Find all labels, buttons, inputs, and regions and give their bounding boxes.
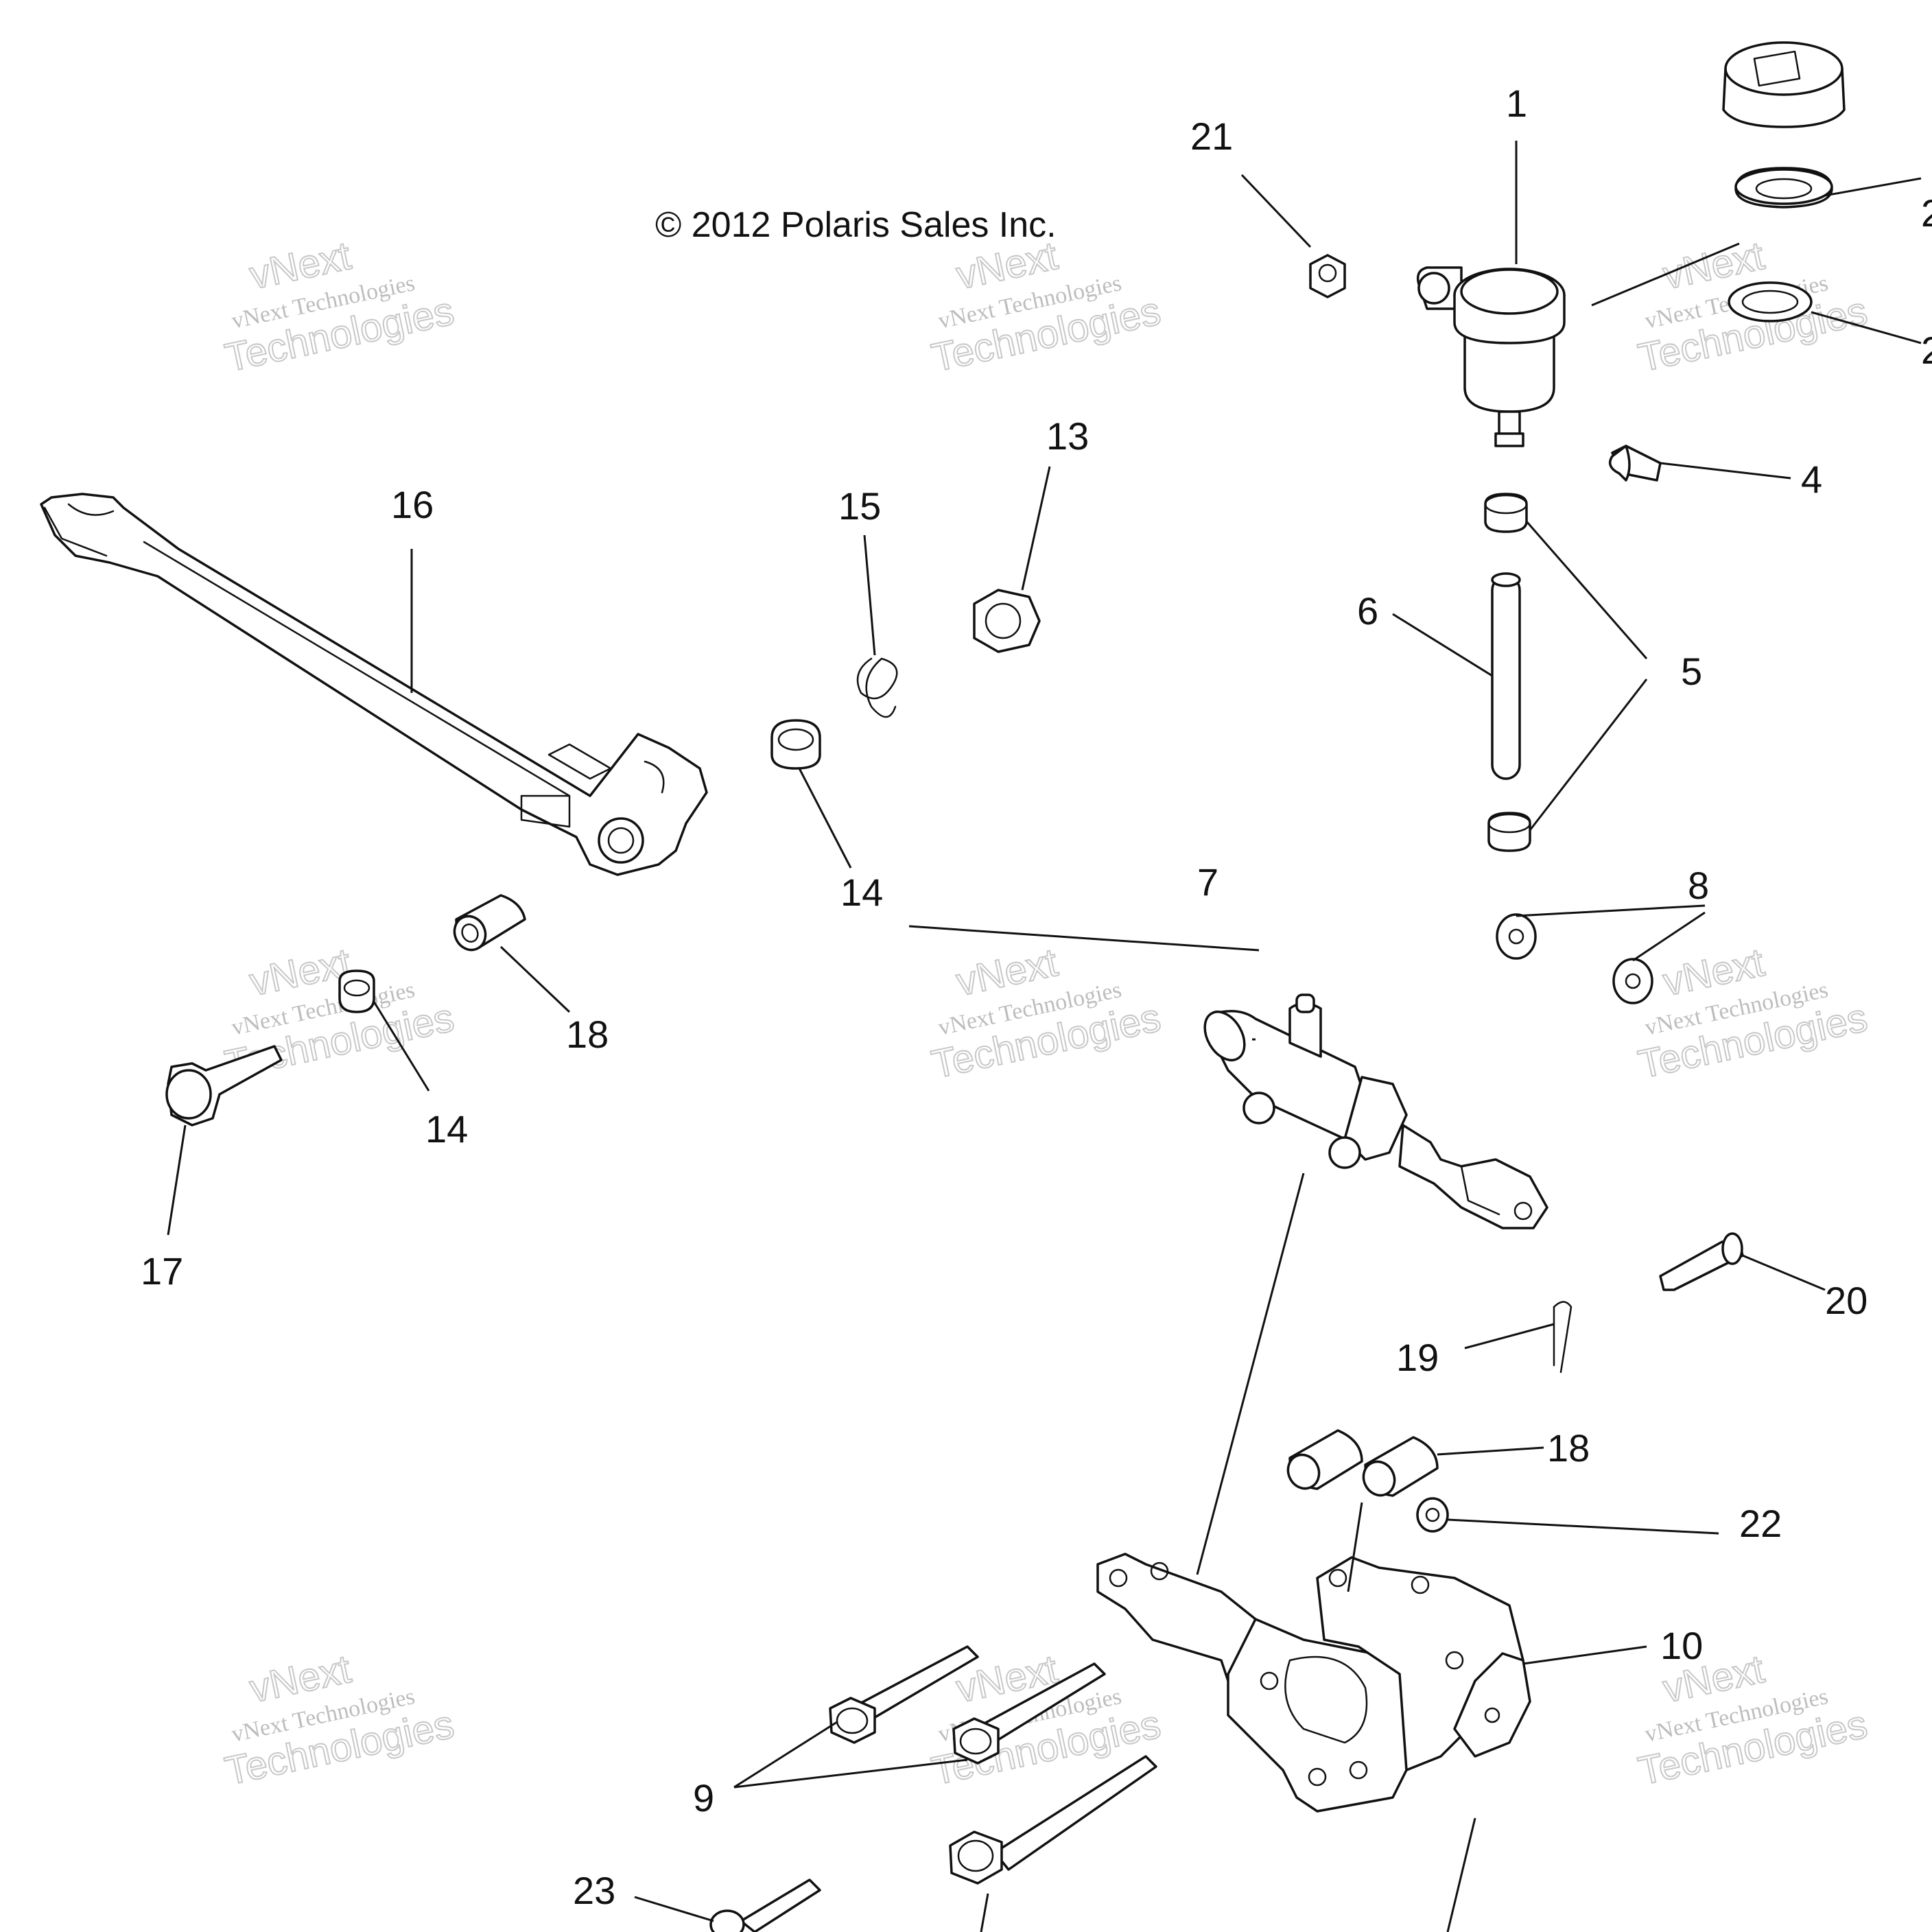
watermark-9: vNext vNext Technologies Technologies [1634, 1646, 1872, 1794]
cotter-pin-part [1553, 1301, 1572, 1374]
watermark-6: vNext vNext Technologies Technologies [1634, 939, 1872, 1087]
grommet-8-bottom-part [1612, 958, 1653, 1004]
reservoir-cap-part [1722, 41, 1846, 128]
nut-13-part [973, 589, 1041, 653]
callout-21: 21 [1190, 115, 1233, 158]
callout-9: 9 [693, 1776, 714, 1819]
bushing-22-part [1416, 1497, 1449, 1533]
spring-part [856, 657, 898, 718]
grommet-8-top-part [1496, 913, 1537, 960]
callout-19: 19 [1396, 1336, 1439, 1379]
bolt-9-left-part [829, 1645, 979, 1744]
callout-14b: 14 [425, 1107, 468, 1151]
bushing-14-part [770, 719, 821, 770]
leader-lines [167, 141, 1922, 1932]
bolt-long-part [949, 1755, 1157, 1885]
watermark-2: vNext vNext Technologies Technologies [927, 233, 1165, 381]
copyright-notice: © 2012 Polaris Sales Inc. [655, 205, 1057, 245]
reservoir-part [1416, 266, 1566, 447]
pedal-arm-part [40, 493, 708, 876]
seal-ring-part [1728, 281, 1813, 322]
spacer-18-lower-a-part [1286, 1429, 1363, 1490]
watermark-1: vNext vNext Technologies Technologies [220, 233, 458, 381]
watermark-5: vNext vNext Technologies Technologies [927, 939, 1165, 1087]
bolt-9-right-part [952, 1662, 1106, 1765]
bolt-17-part [165, 1045, 283, 1127]
watermark-3: vNext vNext Technologies Technologies [1634, 233, 1872, 381]
diaphragm-part [1734, 167, 1833, 209]
hose-clamp-bottom-part [1487, 812, 1531, 852]
screw-4-part [1608, 445, 1662, 482]
callout-4: 4 [1801, 458, 1822, 501]
callout-14a: 14 [840, 871, 883, 914]
callout-2: 2 [1921, 191, 1932, 235]
callout-8: 8 [1688, 864, 1709, 907]
callout-5: 5 [1681, 650, 1702, 693]
callout-15: 15 [838, 484, 881, 528]
master-cylinder-part [1203, 993, 1548, 1229]
callout-2b: 2 [1921, 329, 1932, 372]
callout-20: 20 [1825, 1279, 1868, 1322]
callout-16: 16 [391, 483, 434, 526]
bolt-23-part [709, 1878, 821, 1932]
spacer-18-left-part [453, 894, 526, 952]
callout-18a: 18 [566, 1013, 609, 1056]
bushing-14-lower-part [338, 969, 375, 1013]
callout-7: 7 [1197, 860, 1218, 904]
watermark-7: vNext vNext Technologies Technologies [220, 1646, 458, 1794]
callout-1: 1 [1506, 82, 1527, 125]
callout-18b: 18 [1547, 1426, 1590, 1470]
callout-22: 22 [1739, 1502, 1782, 1545]
bracket-assembly-part [1096, 1553, 1531, 1813]
clevis-pin-part [1659, 1232, 1744, 1291]
callout-labels: 1 2 2 4 5 6 7 8 9 10 13 14 14 15 16 17 1… [141, 82, 1932, 1912]
hose-part [1491, 572, 1521, 780]
hose-clamp-top-part [1484, 493, 1528, 533]
spacer-18-lower-b-part [1362, 1436, 1439, 1497]
callout-10: 10 [1660, 1624, 1703, 1667]
callout-6: 6 [1357, 589, 1378, 633]
callout-17: 17 [141, 1249, 183, 1293]
callout-13: 13 [1046, 414, 1089, 458]
nut-21-part [1309, 254, 1346, 298]
callout-23: 23 [573, 1869, 615, 1912]
